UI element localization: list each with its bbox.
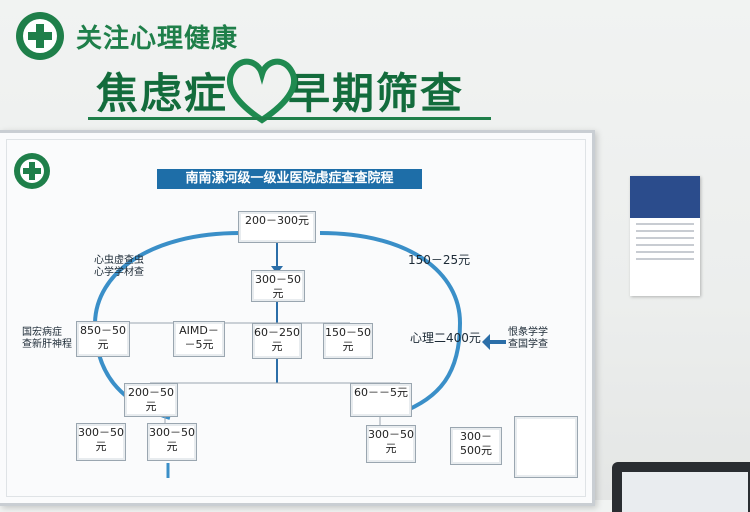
slogan-main-right: 早期筛查 [288, 69, 465, 118]
label-right-side: 恨彖学学 查国学查 [508, 327, 548, 350]
flowchart-board: 南南漯河级一级业医院虑症查查院程 200－300元 300－50元 850－50… [0, 130, 595, 506]
flow-node-12: 300－500元 [450, 427, 502, 465]
flow-node-3: 850－50元 [76, 321, 130, 357]
board-frame [6, 139, 586, 497]
flow-node-4: AIMD－－5元 [173, 321, 225, 357]
flow-node-1: 200－300元 [238, 211, 316, 243]
flow-node-5: 60－250元 [252, 323, 302, 359]
notice-header [630, 176, 700, 218]
notice-line [636, 237, 694, 239]
legend-card [514, 416, 578, 478]
wall-notice-paper [630, 176, 700, 296]
slogan-main: 焦虑症 早期筛查 [96, 60, 464, 121]
label-left-mid: 国宏病症 查新肝神程 [22, 327, 72, 350]
slogan-underline [88, 117, 491, 120]
notice-line [636, 230, 694, 232]
label-right-mid: 心理二400元 [410, 331, 481, 345]
board-logo [14, 153, 50, 189]
flow-node-9: 300－50元 [76, 423, 126, 461]
notice-line [636, 244, 694, 246]
flow-node-2: 300－50元 [251, 270, 305, 302]
monitor-screen [622, 472, 748, 512]
flow-node-7: 200－50元 [124, 383, 178, 417]
label-left-upper: 心虫虚查虫 心学学材查 [94, 255, 144, 278]
board-title: 南南漯河级一级业医院虑症查查院程 [157, 169, 422, 189]
label-right-top: 150－25元 [408, 253, 471, 267]
slogan-main-left: 焦虑症 [96, 69, 229, 118]
flow-node-10: 300－50元 [147, 423, 197, 461]
slogan-top: 关注心理健康 [76, 24, 239, 54]
right-arc [319, 231, 463, 415]
notice-line [636, 223, 694, 225]
computer-monitor [612, 462, 750, 512]
hospital-logo [16, 12, 64, 60]
notice-line [636, 258, 694, 260]
flow-node-6: 150－50元 [323, 323, 373, 359]
flow-node-8: 60－－5元 [350, 383, 412, 417]
flow-node-11: 300－50元 [366, 425, 416, 463]
notice-line [636, 251, 694, 253]
heart-icon [226, 58, 298, 124]
